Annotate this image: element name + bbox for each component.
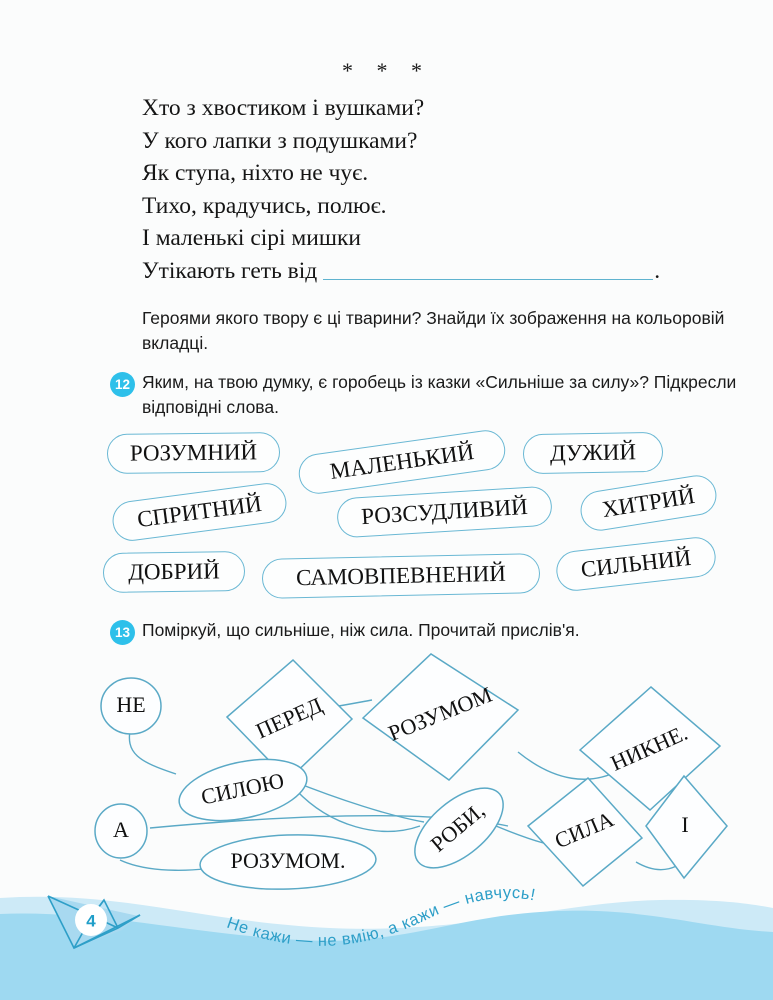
connector-line [295, 789, 421, 833]
paper-boat-icon: 4 [47, 895, 141, 950]
word-card[interactable]: СПРИТНИЙ [110, 480, 289, 544]
proverb-shape[interactable] [361, 653, 520, 781]
page-footer: 4 Не кажи — не вмію, а кажи — навчусь! [0, 884, 773, 1000]
proverb-diagram: НЕ ПЕРЕД РОЗУМОМ НИКНЕ. СИЛОЮ А РОБИ, СИ… [94, 653, 728, 892]
poem-line-prefix: Утікають геть від [142, 257, 318, 284]
proverb-shape[interactable] [94, 803, 148, 859]
task-number-badge-13: 13 [110, 620, 135, 645]
proverb-shape[interactable] [100, 677, 162, 735]
poem-line-suffix: . [654, 257, 661, 284]
poem-line: У кого лапки з подушками? [142, 127, 418, 154]
word-card[interactable]: САМОВПЕВНЕНИЙ [261, 553, 541, 599]
poem-line: І маленькі сірі мишки [142, 225, 361, 251]
proverb-shape-label: РОЗУМОМ. [231, 848, 346, 873]
proverb-shape-label: І [681, 812, 688, 837]
page-number: 4 [86, 911, 96, 930]
word-card[interactable]: РОЗУМНИЙ [106, 432, 281, 474]
section-separator: * * * [342, 58, 431, 83]
word-card[interactable]: ДУЖИЙ [522, 431, 664, 475]
word-card[interactable]: ХИТРИЙ [577, 472, 720, 534]
poem-line-fill-in: Утікають геть від. [142, 255, 742, 288]
task-12-instruction: Яким, на твою думку, є горобець із казки… [142, 372, 737, 417]
word-card[interactable]: МАЛЕНЬКИЙ [296, 427, 508, 497]
intro-question: Героями якого твору є ці тварини? Знайди… [142, 308, 725, 353]
wave-front [0, 910, 773, 1000]
proverb-shape-label: А [113, 817, 129, 842]
proverb-shape[interactable] [645, 774, 728, 880]
poem-line: Як ступа, ніхто не чує. [142, 160, 369, 186]
proverb-shape[interactable] [401, 773, 517, 883]
word-card[interactable]: СИЛЬНИЙ [554, 535, 718, 593]
poem-line: Хто з хвостиком і вушками? [142, 95, 425, 121]
task-number-badge-12: 12 [110, 372, 135, 397]
proverb-shape[interactable] [199, 832, 377, 892]
proverb-shape-label: НЕ [116, 692, 145, 717]
word-card[interactable]: ДОБРИЙ [102, 551, 246, 593]
proverb-shape[interactable] [526, 776, 644, 888]
poem-block: Хто з хвостиком і вушками? У кого лапки … [142, 92, 742, 287]
connector-line [289, 779, 425, 823]
proverb-shape[interactable] [578, 686, 722, 812]
word-card[interactable]: РОЗСУДЛИВИЙ [335, 485, 554, 539]
task-13-instruction: Поміркуй, що сильніше, ніж сила. Прочита… [142, 620, 580, 640]
proverb-shape[interactable] [174, 749, 313, 831]
fill-in-blank[interactable] [323, 261, 654, 280]
poem-line: Тихо, крадучись, полює. [142, 192, 387, 219]
